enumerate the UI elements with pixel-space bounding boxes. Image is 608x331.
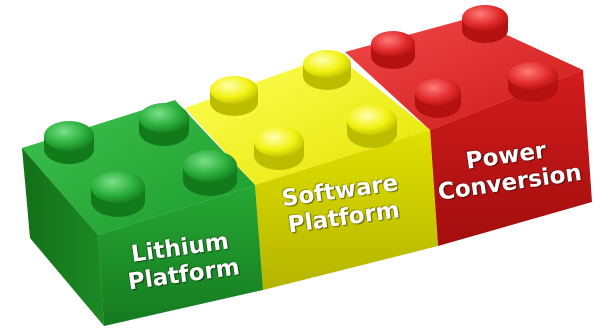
green-brick — [22, 100, 263, 326]
stud-icon — [508, 62, 558, 102]
stud-icon — [44, 121, 94, 164]
yellow-brick-studs — [210, 50, 397, 170]
stud-icon — [183, 150, 237, 196]
stud-icon — [371, 31, 415, 69]
stud-icon — [254, 127, 304, 170]
stud-icon — [210, 76, 258, 116]
green-brick-studs — [44, 103, 237, 217]
red-brick-front — [430, 70, 592, 246]
stud-icon — [415, 78, 461, 118]
yellow-brick — [185, 50, 438, 290]
red-brick — [345, 5, 592, 246]
red-brick-studs — [371, 5, 558, 118]
green-brick-side — [22, 148, 104, 326]
stud-icon — [347, 105, 397, 148]
stud-icon — [462, 5, 508, 43]
stud-icon — [91, 171, 145, 217]
stud-icon — [139, 103, 189, 146]
green-brick-front — [98, 185, 263, 326]
yellow-brick-front — [255, 130, 438, 290]
stud-icon — [303, 50, 351, 90]
